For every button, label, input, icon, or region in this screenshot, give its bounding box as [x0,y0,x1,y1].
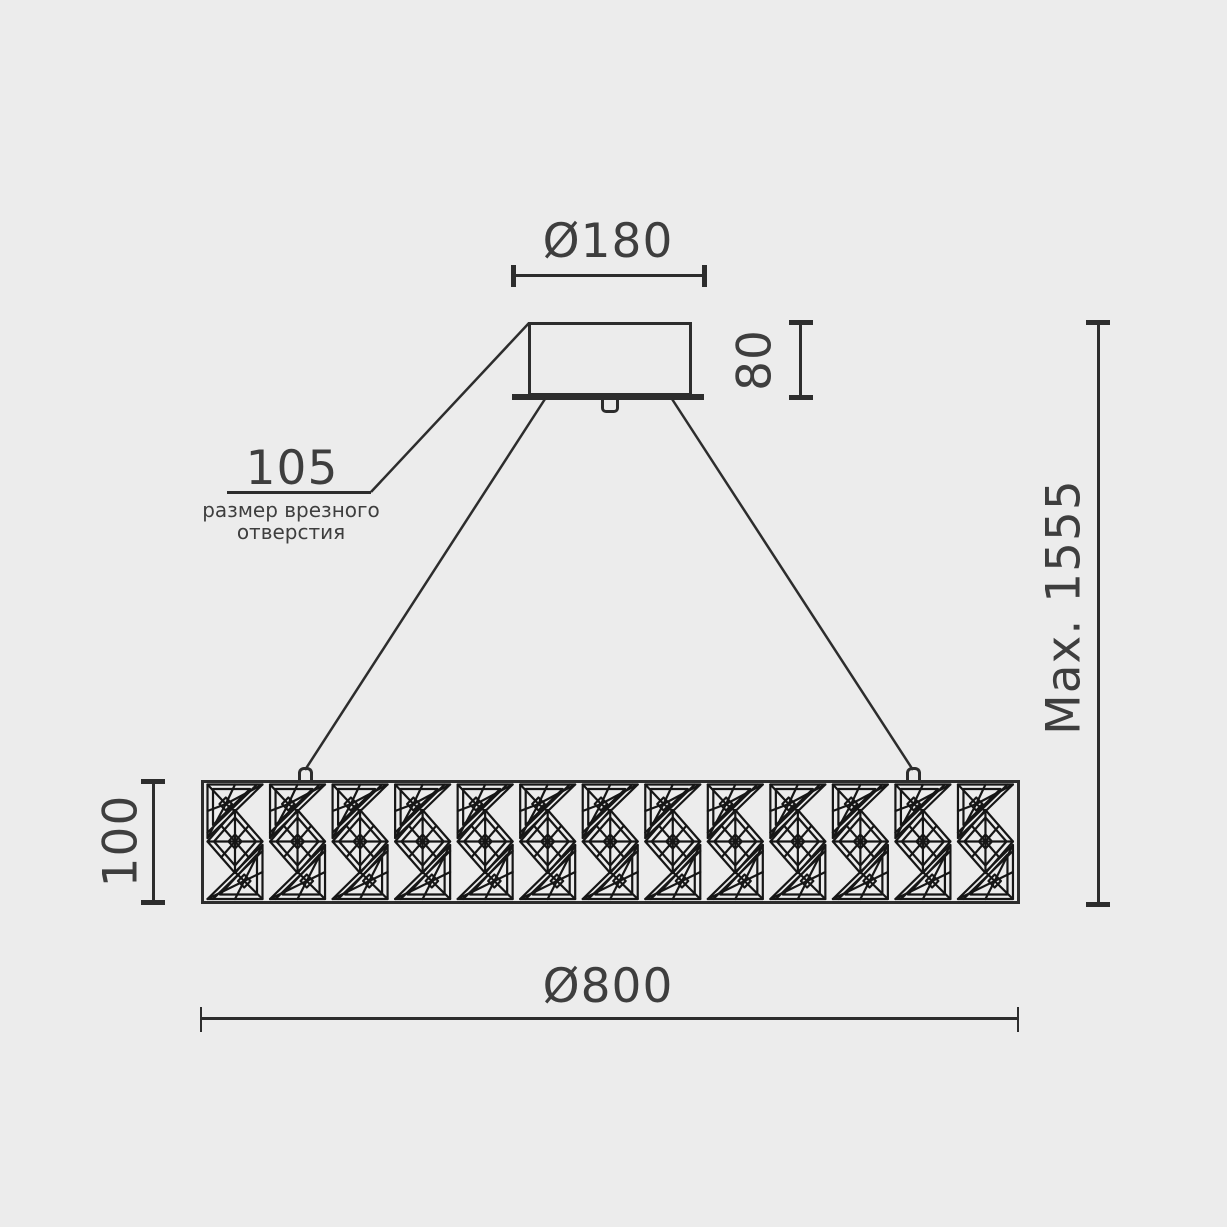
cable-hook-left [298,767,313,780]
crystal-tile [456,783,514,901]
crystal-tile [956,783,1015,901]
crystal-band [201,780,1020,904]
canopy-height-dim-tick-top [789,320,813,325]
crystal-tile [581,783,639,901]
crystal-tile [644,783,702,901]
band-height-label: 100 [93,794,149,888]
max-height-dim-tick-top [1086,320,1110,325]
fixture-diameter-label: Ø800 [542,959,674,1014]
crystal-tile [206,783,264,901]
crystal-tile [519,783,577,901]
cutout-size-label: 105 [245,441,339,496]
crystal-tile [706,783,764,901]
crystal-tile [268,783,327,901]
fixture-diameter-dim-tick-left [200,1007,202,1032]
crystal-tile [769,783,827,901]
canopy-height-label: 80 [727,329,783,391]
cutout-leader-line [370,322,530,493]
max-height-label: Max. 1555 [1036,479,1092,735]
max-height-dim-tick-bottom [1086,902,1110,907]
canopy-body [528,322,692,396]
ceiling-plate [512,394,704,400]
canopy-diameter-dim-tick-left [511,265,516,287]
suspension-cable-right [670,398,915,771]
cutout-caption-line1: размер врезного [202,498,380,522]
crystal-tile [831,783,889,901]
crystal-tile [894,783,952,901]
canopy-height-dim-line [799,322,802,398]
cable-hook-right [906,767,921,780]
fixture-diameter-dim-tick-right [1017,1007,1019,1032]
band-height-dim-tick-top [141,779,165,784]
max-height-dim-line [1097,322,1100,905]
crystal-tile [331,783,389,901]
band-height-dim-tick-bottom [141,900,165,905]
canopy-diameter-label: Ø180 [542,214,674,269]
band-height-dim-line [152,781,155,903]
crystal-pattern [206,783,1015,901]
canopy-diameter-dim-tick-right [702,265,707,287]
cable-gland [601,400,619,413]
crystal-tile [394,783,452,901]
cutout-caption-line2: отверстия [236,520,346,544]
cutout-leader-underline [227,491,371,494]
canopy-height-dim-tick-bottom [789,395,813,400]
fixture-diameter-dim-line [201,1017,1019,1020]
canopy-diameter-dim-line [514,274,704,277]
